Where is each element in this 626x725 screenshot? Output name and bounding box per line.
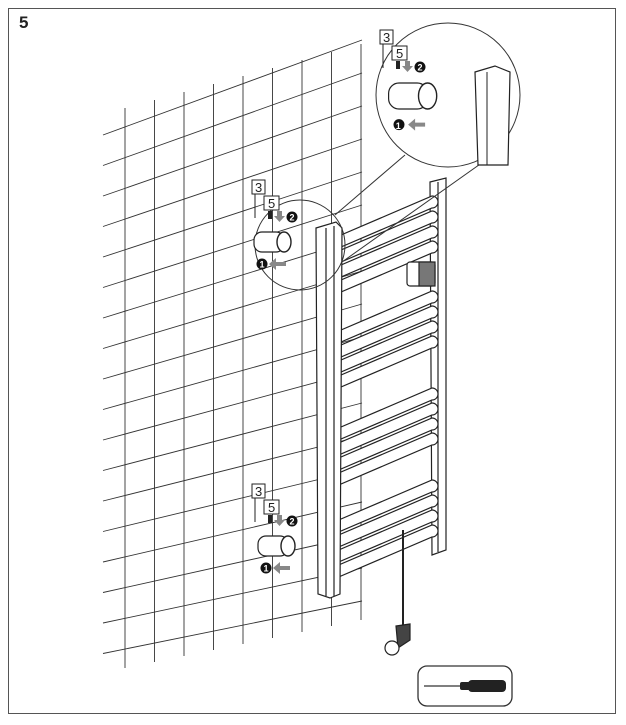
towel-rail: [333, 290, 439, 346]
step-badge-label: 2: [418, 63, 423, 73]
step-badge-label: 2: [290, 213, 295, 223]
left-post: [315, 221, 343, 599]
arrow-down-icon: [402, 61, 413, 72]
screw-icon: [268, 211, 272, 219]
step-badge: [286, 211, 298, 223]
step-number: 5: [19, 13, 29, 32]
step-badge-label: 1: [396, 121, 401, 131]
bracket-opening: [276, 231, 292, 253]
part-label: 5: [396, 46, 403, 61]
grid-line: [102, 39, 363, 136]
towel-rail: [333, 225, 439, 281]
plug: [395, 623, 411, 650]
grid-line: [102, 72, 363, 166]
part-label-box: [379, 29, 394, 45]
grid-line: [102, 204, 363, 288]
step-badge: [286, 515, 298, 527]
towel-rail: [333, 417, 439, 473]
arrow-down-icon: [274, 211, 285, 222]
detail-connector: [341, 149, 501, 263]
callout: 35 2 1: [251, 483, 298, 574]
part-label-box: [391, 45, 408, 61]
step-badge: [256, 258, 268, 270]
towel-rail: [333, 305, 439, 361]
screwdriver-icon: [417, 665, 513, 707]
bracket-opening: [417, 82, 438, 110]
part-label-box: [251, 179, 266, 195]
bracket-opening: [280, 535, 296, 557]
grid-line: [102, 105, 363, 197]
towel-radiator: [315, 177, 447, 656]
arrow-left-icon: [408, 118, 426, 131]
callout: 35 2 1: [251, 179, 298, 270]
part-label: 5: [268, 500, 275, 515]
grid-line: [102, 600, 363, 654]
thermostat-display: [418, 261, 436, 287]
arrow-left-icon: [269, 258, 286, 270]
grid-line: [102, 138, 363, 227]
screw-icon: [268, 515, 272, 523]
towel-rail: [333, 509, 439, 565]
grid-line: [102, 171, 363, 258]
step-badge: [414, 61, 426, 73]
step-badge-label: 2: [290, 517, 295, 527]
towel-rail: [333, 240, 439, 296]
detail-connector: [334, 154, 406, 216]
arrow-left-icon: [273, 562, 290, 574]
step-badge: [393, 119, 405, 131]
post-detail: [474, 65, 511, 166]
towel-rail: [333, 432, 439, 488]
part-label: 3: [255, 484, 262, 499]
arrow-down-icon: [274, 515, 285, 526]
part-label-box: [263, 499, 280, 515]
towel-rail: [333, 494, 439, 550]
plug-head: [384, 640, 400, 656]
step-badge: [260, 562, 272, 574]
part-label: 3: [383, 30, 390, 45]
callout: 35 2 1: [379, 29, 438, 131]
part-label: 3: [255, 180, 262, 195]
step-badge-label: 1: [260, 260, 265, 270]
towel-rail: [333, 402, 439, 458]
part-label-box: [251, 483, 266, 499]
diagram-frame: [8, 8, 616, 714]
towel-rail: [333, 479, 439, 535]
towel-rail: [333, 195, 439, 251]
part-label-box: [263, 195, 280, 211]
towel-rail: [333, 335, 439, 391]
towel-rail: [333, 524, 439, 580]
step-badge-label: 1: [264, 564, 269, 574]
towel-rail: [333, 210, 439, 266]
part-label: 5: [268, 196, 275, 211]
towel-rail: [333, 387, 439, 443]
screw-icon: [396, 61, 400, 69]
towel-rail: [333, 320, 439, 376]
